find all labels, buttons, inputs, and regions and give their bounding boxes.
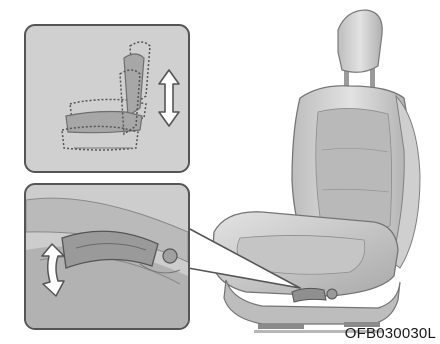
seat-height-lever-icon	[292, 288, 326, 302]
car-seat	[212, 10, 420, 333]
headrest	[338, 10, 382, 72]
seat-height-adjust-inset	[25, 25, 189, 172]
figure-code-label: OFB030030L	[345, 325, 436, 343]
